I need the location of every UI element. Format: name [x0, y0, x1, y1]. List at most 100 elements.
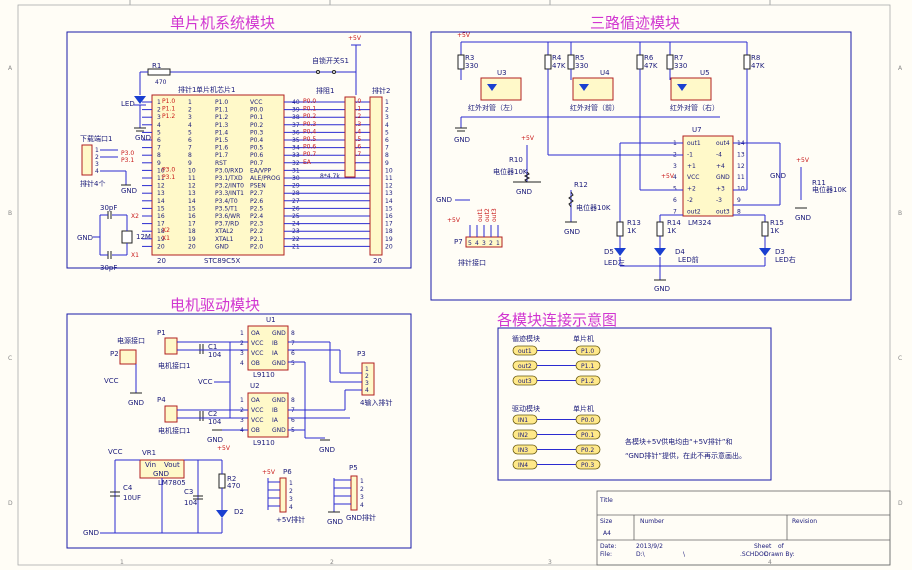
mcu-left-num: 17 [157, 221, 165, 228]
p3-desc: 4输入排针 [360, 398, 392, 407]
p1-connector [164, 337, 178, 355]
mcu-header-right [369, 96, 383, 256]
lm324-left-pin: +2 [687, 186, 696, 193]
connect-drive-header: 驱动模块 [512, 404, 540, 413]
mcu-right-pin-name: P2.3 [250, 221, 263, 228]
mcu-right-pin-name: P2.1 [250, 236, 263, 243]
mcu-pin-total-left: 20 [157, 257, 166, 265]
connect-track-header: 循迹模块 [512, 334, 540, 343]
mcu-left-pin-name: XTAL2 [215, 228, 234, 235]
mcu-left-net: P3.1 [162, 174, 175, 181]
tb-file-mid: \ [683, 551, 686, 558]
track-resistor-value: 330 [575, 62, 588, 70]
track-gnd-1: GND [454, 136, 470, 144]
frame-row-a-right: A [898, 65, 903, 72]
lm324-right-num: 13 [737, 151, 745, 158]
mcu-left-pin: 14 [188, 198, 196, 205]
mcu-left-num: 2 [157, 107, 161, 114]
mcu-left-pin: 18 [188, 228, 196, 235]
track-resistor-label: R5 [575, 54, 584, 62]
p5-pin: 1 [360, 478, 364, 485]
connect-net-right-label: P1.1 [581, 363, 594, 370]
mcu-left-pin-name: P1.4 [215, 129, 228, 136]
mcu-chip [151, 94, 285, 256]
led-label: LED [121, 100, 135, 108]
p5-header [350, 475, 358, 511]
mcu-left-pin: 7 [188, 145, 192, 152]
mcu-left-pin: 15 [188, 205, 196, 212]
mcu-left-pin-name: GND [215, 243, 229, 250]
p3-pin: 2 [365, 373, 369, 380]
r13-value: 1K [627, 227, 636, 235]
d5-text: LED左 [604, 258, 625, 267]
tb-size: Size [600, 518, 613, 525]
mcu-left-pin: 8 [188, 152, 192, 159]
title-block: Title Size A4 Number Revision Date: 2013… [596, 490, 891, 566]
p7-plus5v: +5V [447, 217, 461, 224]
dl-pin-1: 1 [95, 147, 99, 154]
header4-label: 排针4个 [80, 179, 105, 188]
l9110-right-num: 8 [291, 330, 295, 337]
track-resistor-value: 47K [644, 62, 658, 70]
led-gnd: GND [135, 134, 151, 142]
mcu-left-num: 10 [157, 167, 165, 174]
connect-net-right [575, 375, 601, 386]
ir-led-left-icon [487, 84, 497, 91]
mcu-left-net: P1.2 [162, 113, 175, 120]
p7-pin: 4 [475, 240, 479, 247]
mcu-left-num: 14 [157, 198, 165, 205]
track-resistor-label: R6 [644, 54, 654, 62]
mcu-header-num: 19 [385, 236, 393, 243]
mcu-right-pin-name: PSEN [250, 183, 266, 190]
connect-net-right [575, 444, 601, 455]
mcu-left-pin-name: P3.7/RD [215, 221, 239, 228]
p5-label: P5 [349, 464, 358, 472]
r12-pot: 电位器10K [576, 203, 611, 212]
mcu-left-num: 13 [157, 190, 165, 197]
mcu-pin-list: 11P1.0VCC40P1.0P0.0P0.022P1.1P0.039P1.1P… [142, 98, 370, 250]
l9110-left-num: 1 [240, 330, 244, 337]
ir-right-label: 红外对管（右） [670, 103, 719, 112]
connect-net-right [575, 414, 601, 425]
mcu-right-pin-name: P0.0 [250, 107, 263, 114]
cap-gnd: GND [207, 436, 223, 444]
frame-row-b-right: B [898, 210, 902, 217]
mcu-left-num: 3 [157, 114, 161, 121]
u1-label: U1 [266, 316, 276, 324]
p5-pin: 4 [360, 502, 364, 509]
mcu-left-net: P1.0 [162, 98, 175, 105]
track-title: 三路循迹模块 [590, 14, 680, 32]
u3-label: U3 [497, 69, 507, 77]
connect-note-2: “GND排针”提供，在此不再示意画出。 [625, 451, 746, 460]
p5-desc: GND排针 [346, 513, 376, 522]
u1-chip [247, 325, 289, 371]
mcu-left-pin-name: P1.5 [215, 137, 228, 144]
p7-desc: 排针接口 [458, 258, 486, 267]
d4-label: D4 [675, 248, 685, 256]
mcu-right-pin-name: P2.6 [250, 198, 263, 205]
frame-col-1: 1 [120, 559, 124, 566]
track-resistor-label: R4 [552, 54, 562, 62]
tb-file-end: .SCHDOC [740, 551, 768, 558]
mcu-left-pin-name: P1.0 [215, 99, 228, 106]
p6-header [279, 477, 287, 513]
crystal [121, 230, 133, 244]
track-resistor [567, 54, 575, 70]
mcu-left-pin-name: P3.1/TXD [215, 175, 243, 182]
l9110-right-num: 5 [291, 360, 295, 367]
d5-label: D5 [604, 248, 614, 256]
mcu-left-net: P3.0 [162, 166, 175, 173]
mcu-left-num: 5 [157, 129, 161, 136]
mcu-right-pin-name: P0.2 [250, 122, 263, 129]
x1-label: X1 [131, 252, 139, 259]
mcu-header-num: 8 [385, 152, 389, 159]
lm324-left-num: 3 [673, 163, 677, 170]
vr1-label: VR1 [142, 449, 156, 457]
l9110-right-pin: GND [272, 360, 286, 367]
mcu-switch-label: 自锁开关S1 [312, 56, 349, 65]
ir-left-label: 红外对管（左） [468, 103, 517, 112]
mcu-left-pin: 19 [188, 236, 196, 243]
track-resistor [544, 54, 552, 70]
sensor-u4 [572, 77, 614, 101]
